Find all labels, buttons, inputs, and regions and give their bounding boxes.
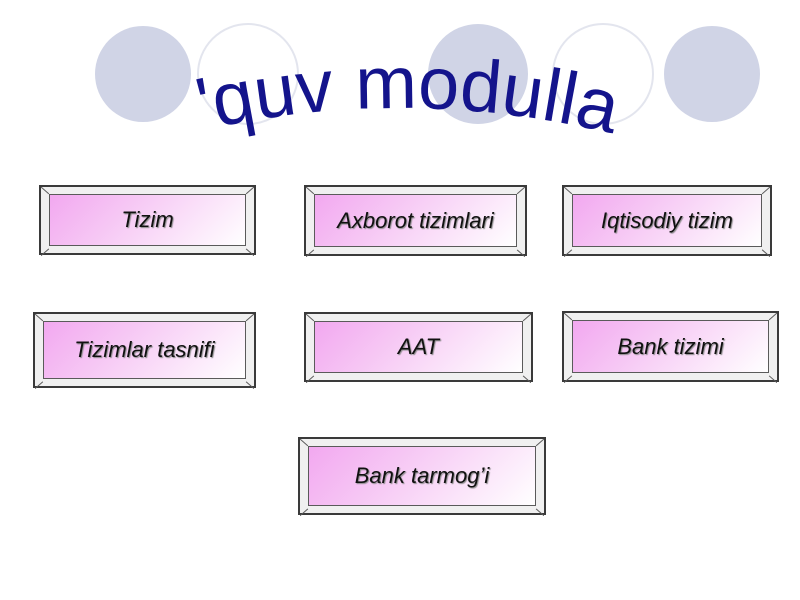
- tizimlar-tasnifi-button-label: Tizimlar tasnifi: [74, 337, 215, 362]
- page-title-path: O'quv modullari: [150, 38, 628, 148]
- decor-circle-4: [552, 23, 654, 125]
- aat-button-face[interactable]: AAT: [314, 321, 523, 373]
- bank-tarmogi-button-label: Bank tarmog’i: [354, 463, 490, 488]
- decor-circle-1: [95, 26, 191, 122]
- aat-button[interactable]: AAT: [304, 312, 533, 383]
- iqtisodiy-tizim-button-face[interactable]: Iqtisodiy tizim: [572, 194, 762, 247]
- bank-tizimi-button[interactable]: Bank tizimi: [562, 311, 779, 383]
- axborot-tizimlari-button-face[interactable]: Axborot tizimlari: [314, 194, 517, 247]
- page-title-text: O'quv modullari: [150, 38, 628, 148]
- decor-circle-5: [664, 26, 760, 122]
- tizimlar-tasnifi-button[interactable]: Tizimlar tasnifi: [33, 312, 256, 389]
- tizim-button[interactable]: Tizim: [39, 185, 256, 256]
- tizimlar-tasnifi-button-face[interactable]: Tizimlar tasnifi: [43, 321, 246, 379]
- aat-button-label: AAT: [397, 334, 440, 359]
- tizim-button-label: Tizim: [121, 207, 174, 232]
- bank-tizimi-button-face[interactable]: Bank tizimi: [572, 320, 769, 373]
- bank-tarmogi-button[interactable]: Bank tarmog’i: [298, 437, 546, 516]
- decor-circle-3: [428, 24, 528, 124]
- bank-tizimi-button-label: Bank tizimi: [617, 333, 724, 359]
- axborot-tizimlari-button[interactable]: Axborot tizimlari: [304, 185, 527, 257]
- page-title: O'quv modullari: [150, 38, 628, 148]
- iqtisodiy-tizim-button-label: Iqtisodiy tizim: [600, 207, 734, 233]
- tizim-button-face[interactable]: Tizim: [49, 194, 246, 246]
- bank-tarmogi-button-face[interactable]: Bank tarmog’i: [308, 446, 536, 506]
- iqtisodiy-tizim-button[interactable]: Iqtisodiy tizim: [562, 185, 772, 257]
- axborot-tizimlari-button-label: Axborot tizimlari: [337, 207, 494, 233]
- decor-circle-2: [197, 23, 299, 125]
